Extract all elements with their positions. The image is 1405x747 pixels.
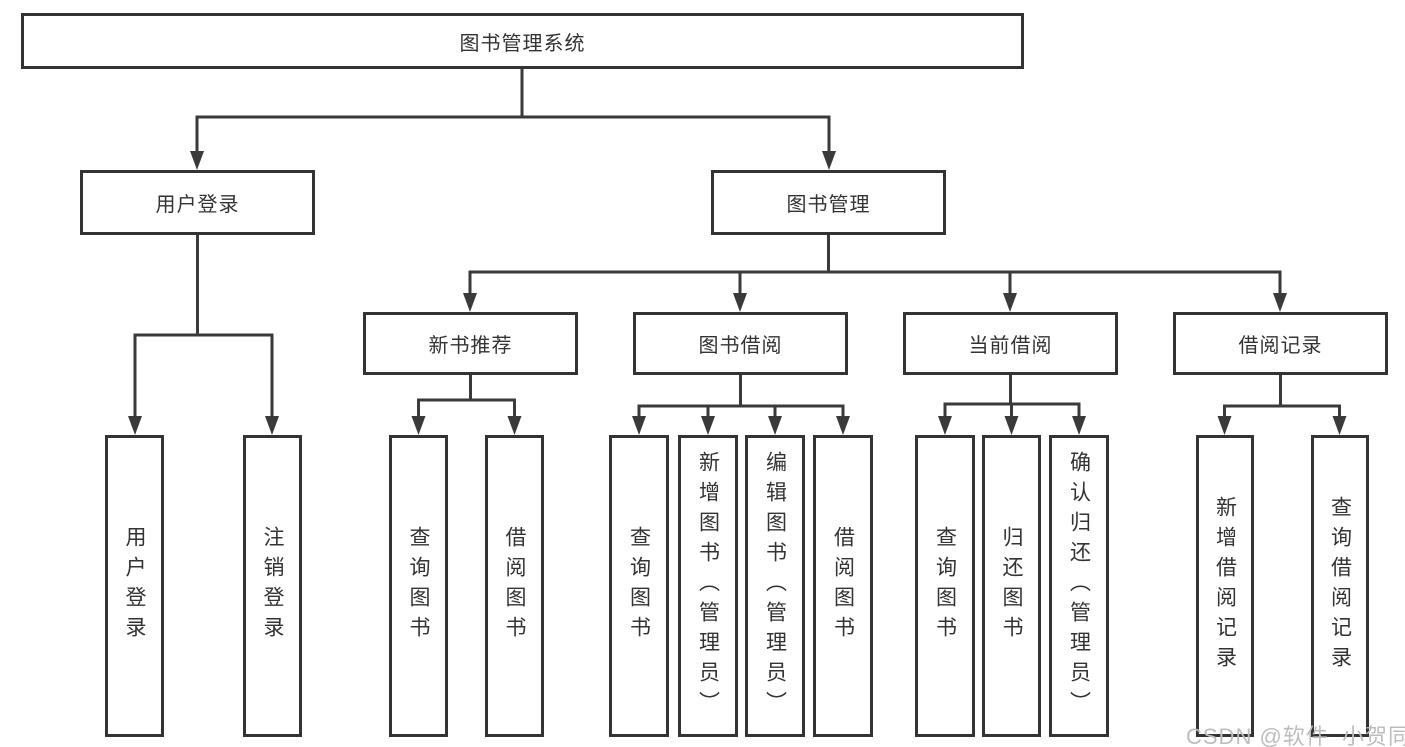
leaf-add-books-admin: 新增图书（管理员）	[678, 435, 738, 737]
leaf-confirm-return-admin: 确认归还（管理员）	[1049, 435, 1109, 737]
leaf-borrow-books-recommend: 借阅图书	[485, 435, 544, 737]
node-book-management: 图书管理	[711, 170, 946, 235]
arrowhead-icons	[128, 151, 1347, 435]
leaf-user-login: 用户登录	[105, 435, 164, 737]
leaf-query-books-current: 查询图书	[915, 435, 975, 737]
leaf-edit-books-admin: 编辑图书（管理员）	[745, 435, 805, 737]
node-borrow-records: 借阅记录	[1173, 312, 1388, 375]
node-current-borrow: 当前借阅	[903, 312, 1118, 375]
leaf-query-books-recommend: 查询图书	[389, 435, 448, 737]
node-book-borrow: 图书借阅	[633, 312, 848, 375]
leaf-logout: 注销登录	[243, 435, 302, 737]
csdn-watermark: CSDN @软件_小贺同学	[1186, 724, 1405, 747]
node-user-login: 用户登录	[80, 170, 315, 235]
leaf-add-borrow-record: 新增借阅记录	[1196, 435, 1254, 737]
leaf-query-books-borrow: 查询图书	[609, 435, 669, 737]
leaf-return-books: 归还图书	[982, 435, 1041, 737]
node-new-book-recommend: 新书推荐	[363, 312, 578, 375]
leaf-borrow-books: 借阅图书	[813, 435, 873, 737]
leaf-query-borrow-record: 查询借阅记录	[1311, 435, 1369, 737]
node-root-system: 图书管理系统	[21, 13, 1024, 69]
